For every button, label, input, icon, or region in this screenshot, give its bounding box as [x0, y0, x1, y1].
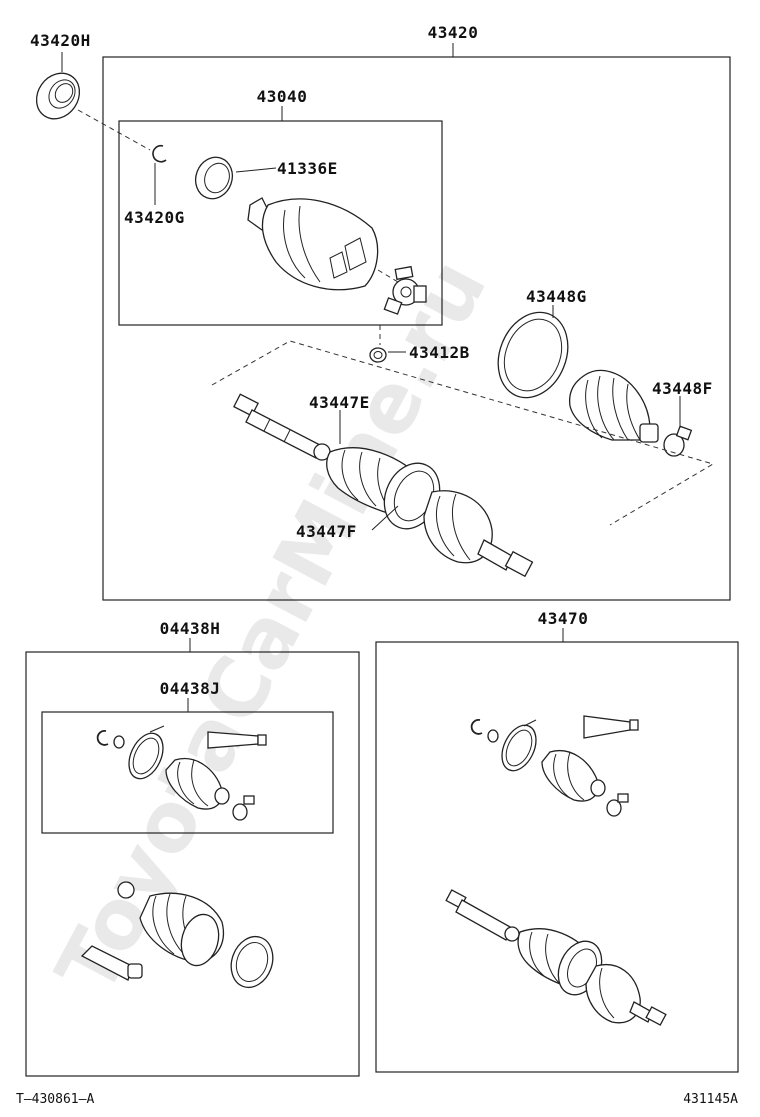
drive-shaft-assembly[interactable] — [233, 393, 534, 578]
label-41336E[interactable]: 41336E — [277, 159, 338, 178]
label-04438H[interactable]: 04438H — [160, 619, 221, 638]
label-04438J[interactable]: 04438J — [160, 679, 221, 698]
leader-43447F — [371, 505, 399, 531]
kit-43470-small-parts[interactable] — [470, 715, 639, 817]
dash-housing-tripod — [377, 269, 399, 283]
box-43420 — [102, 56, 731, 601]
oil-seal-43420H[interactable] — [28, 65, 88, 127]
label-43447E[interactable]: 43447E — [309, 393, 370, 412]
snap-ring-43420G[interactable] — [152, 144, 167, 163]
drive-shaft-43470[interactable] — [445, 889, 667, 1026]
box-43470 — [375, 641, 739, 1073]
tripod-joint[interactable] — [383, 265, 427, 315]
kit-04438H-parts[interactable] — [80, 881, 280, 993]
label-43420G[interactable]: 43420G — [124, 208, 185, 227]
footer-code-right: 431145A — [683, 1092, 738, 1107]
boot-clamp-43448F[interactable] — [663, 425, 693, 457]
snap-ring-43412B[interactable] — [369, 347, 387, 363]
label-43420[interactable]: 43420 — [428, 23, 479, 42]
boot-inboard[interactable] — [568, 369, 659, 443]
inboard-joint-housing[interactable] — [247, 197, 379, 291]
box-43040 — [118, 120, 443, 326]
label-43420H[interactable]: 43420H — [30, 31, 91, 50]
box-04438H — [25, 651, 360, 1077]
ring-41336E[interactable] — [190, 152, 238, 204]
boot-clamp-43448G[interactable] — [486, 302, 580, 408]
label-43448F[interactable]: 43448F — [652, 379, 713, 398]
dash-shaft-group — [211, 340, 715, 526]
footer-code-left: T—430861—A — [16, 1092, 94, 1107]
label-43470[interactable]: 43470 — [538, 609, 589, 628]
label-43412B[interactable]: 43412B — [409, 343, 470, 362]
label-43040[interactable]: 43040 — [257, 87, 308, 106]
label-43447F[interactable]: 43447F — [296, 522, 357, 541]
kit-04438J-parts[interactable] — [96, 725, 267, 821]
dash-seal-to-clip — [77, 109, 151, 151]
leader-41336E — [235, 167, 277, 173]
label-43448G[interactable]: 43448G — [526, 287, 587, 306]
